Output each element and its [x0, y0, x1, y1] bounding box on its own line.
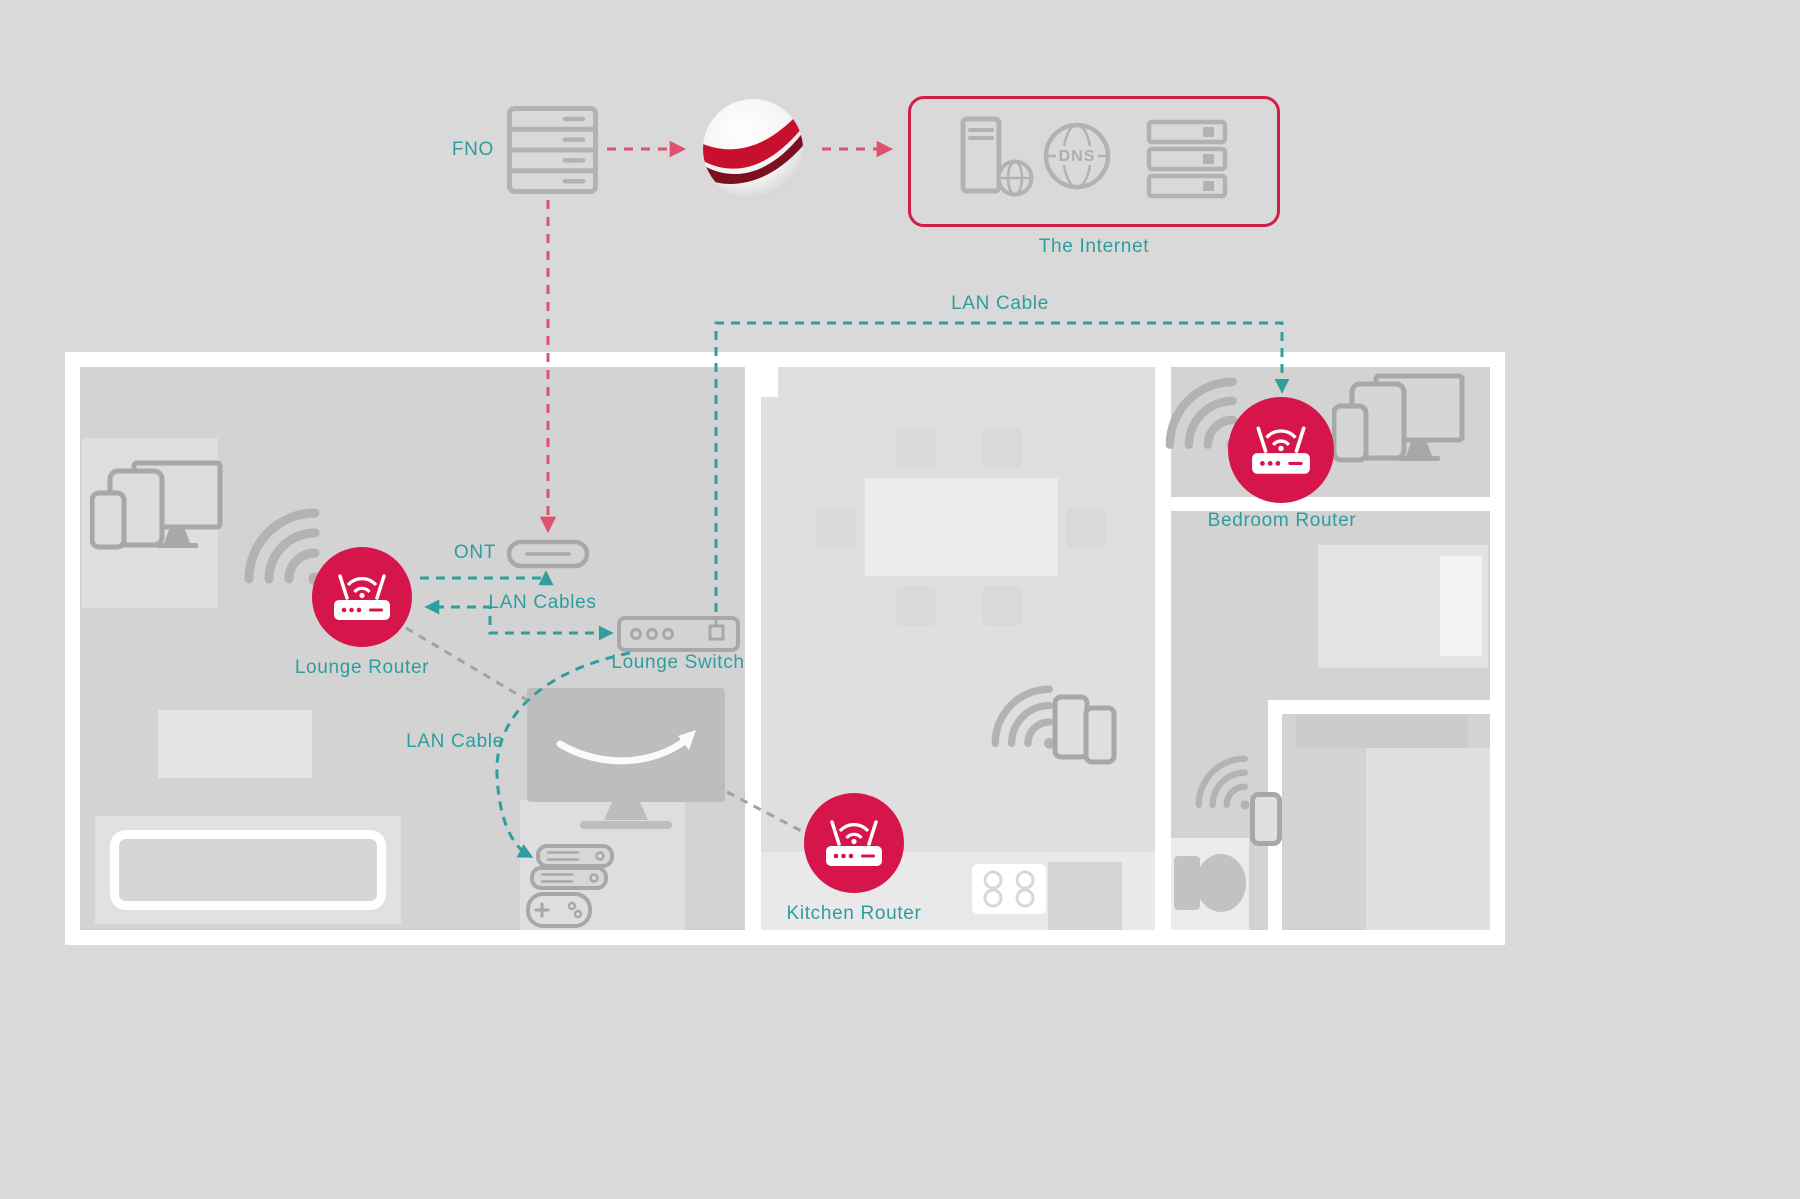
- lan-cable-top-label: LAN Cable: [951, 293, 1049, 314]
- isp-sphere-logo: [701, 97, 805, 201]
- dining-chair: [896, 428, 936, 468]
- dining-chair: [896, 586, 936, 626]
- tv-icon: [520, 682, 732, 832]
- bedroom-pillow: [1440, 556, 1482, 656]
- lounge-sideboard: [158, 710, 312, 778]
- wall-bedroom-top: [1171, 497, 1490, 511]
- lounge-devices-icon: [90, 455, 225, 555]
- dining-chair: [982, 428, 1022, 468]
- ont-device-icon: [505, 534, 591, 570]
- bedroom-router-label: Bedroom Router: [1207, 510, 1357, 531]
- couch: [110, 830, 386, 910]
- guest-bed: [1366, 748, 1490, 930]
- router-icon: [826, 820, 882, 866]
- lounge-router-badge: [312, 547, 412, 647]
- the-internet-label: The Internet: [1038, 236, 1150, 257]
- lan-cable-lounge-label: LAN Cable: [406, 731, 504, 752]
- kitchen-router-badge: [804, 793, 904, 893]
- wall-bedroom-bottom: [1268, 700, 1490, 714]
- wifi-icon: [1184, 744, 1254, 814]
- bedroom-router-badge: [1228, 397, 1334, 503]
- dining-chair: [1066, 508, 1106, 548]
- kitchen-phones-icon: [1052, 694, 1120, 766]
- internet-box: [908, 96, 1280, 227]
- internet-server-rack-icon: [1146, 119, 1228, 199]
- fno-server-icon: [505, 104, 600, 196]
- fno-label: FNO: [451, 139, 494, 160]
- internet-dns-globe-icon: DNS: [1042, 121, 1112, 191]
- bedroom-devices-icon: [1332, 368, 1467, 468]
- dining-chair: [816, 508, 856, 548]
- dns-label: DNS: [1059, 148, 1096, 165]
- wifi-icon: [978, 672, 1060, 754]
- lan-cables-label: LAN Cables: [488, 592, 597, 613]
- lounge-switch-icon: [616, 612, 742, 656]
- router-icon: [334, 574, 390, 620]
- lounge-router-label: Lounge Router: [294, 657, 430, 678]
- router-icon: [1252, 426, 1310, 474]
- kitchen-router-label: Kitchen Router: [786, 903, 922, 924]
- stove-icon: [972, 864, 1046, 914]
- kitchen-appliance: [1048, 862, 1122, 930]
- wall-doorway-tab: [761, 367, 778, 397]
- dresser: [1296, 716, 1468, 748]
- internet-server-globe-icon: [960, 116, 1036, 198]
- wall-lounge-dining: [745, 367, 761, 930]
- wifi-icon: [228, 492, 328, 592]
- toilet-icon: [1172, 848, 1248, 918]
- lounge-switch-label: Lounge Switch: [611, 652, 745, 673]
- dining-table: [865, 478, 1058, 576]
- bathroom-phone-icon: [1250, 792, 1282, 846]
- dining-chair: [982, 586, 1022, 626]
- game-console-icon: [520, 838, 626, 932]
- ont-label: ONT: [453, 542, 496, 563]
